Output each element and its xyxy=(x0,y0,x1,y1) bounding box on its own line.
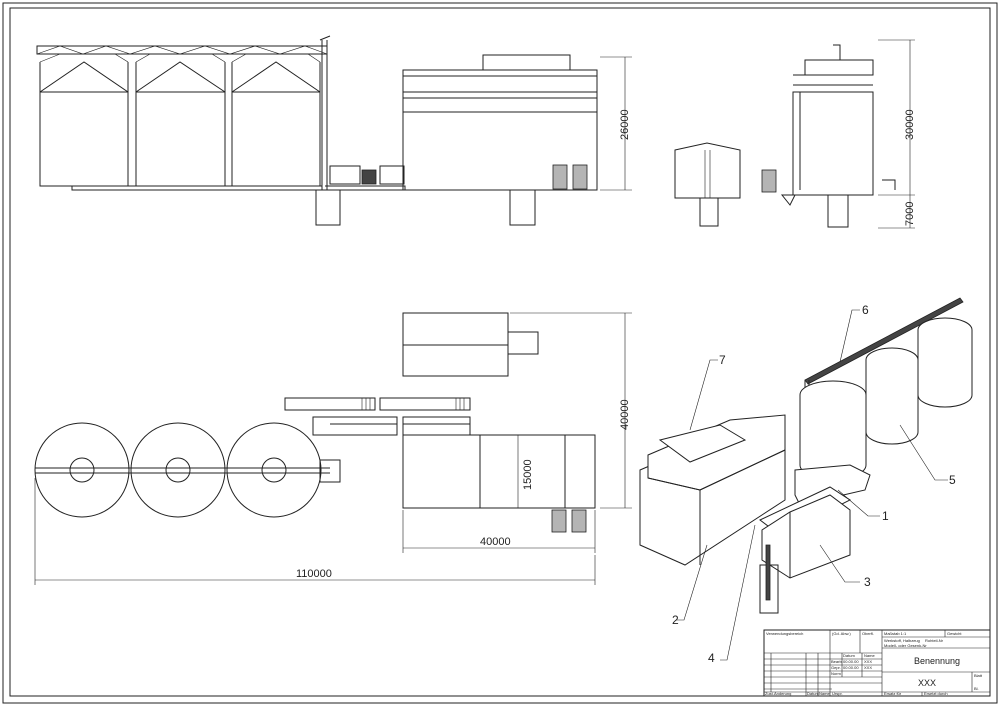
checked-date: 00.00.00 xyxy=(843,665,859,670)
callout-3: 3 xyxy=(864,575,871,589)
dim-total-length: 110000 xyxy=(296,568,332,580)
date-header: Datum xyxy=(843,653,855,658)
drawing-number: XXX xyxy=(918,678,936,688)
tolerance-label: (Gd. Abw.) xyxy=(832,631,851,636)
callout-1: 1 xyxy=(882,509,889,523)
callout-6: 6 xyxy=(862,303,869,317)
dim-end-depth: 7000 xyxy=(904,202,916,226)
origin-label: Urspr. xyxy=(832,691,843,696)
material-line-2: Rohteil-Nr xyxy=(925,638,944,643)
scale-label: Maßstab 1:1 xyxy=(884,631,907,636)
dim-building-width: 15000 xyxy=(522,459,534,490)
dim-plan-depth: 40000 xyxy=(619,399,631,430)
replaced-by-label: Ersetzt durch xyxy=(924,691,948,696)
checked-label: Gepr. xyxy=(831,665,841,670)
callout-4: 4 xyxy=(708,651,715,665)
revision-label: Zust. xyxy=(765,691,774,696)
norm-label: Norm xyxy=(831,671,841,676)
checked-name: XXX xyxy=(864,665,872,670)
sheets-label: Bl. xyxy=(974,686,979,691)
revision-name-label: Name xyxy=(819,691,830,696)
name-header: Name xyxy=(864,653,875,658)
sheet-label: Blatt xyxy=(974,673,983,678)
drawn-label: Bearb. xyxy=(831,659,843,664)
material-line-3: Modell- oder Gesenk-Nr xyxy=(884,643,927,648)
drawn-date: 00.00.00 xyxy=(843,659,859,664)
end-elevations: 30000 7000 xyxy=(674,39,916,229)
usage-label: Verwendungsbereich xyxy=(766,631,803,636)
callout-7: 7 xyxy=(719,353,726,367)
callouts: 1 2 3 4 5 6 7 xyxy=(672,303,956,665)
title-block: Verwendungsbereich (Gd. Abw.) Oberfl. Ma… xyxy=(763,629,991,697)
dim-end-height: 30000 xyxy=(904,109,916,140)
surface-label: Oberfl. xyxy=(862,631,874,636)
plan-view: 40000 15000 40000 110000 xyxy=(34,312,632,585)
dim-side-height: 26000 xyxy=(619,109,631,140)
drawing-title: Benennung xyxy=(914,656,960,666)
callout-5: 5 xyxy=(949,473,956,487)
material-line-1: Werkstoff, Halbzeug xyxy=(884,638,920,643)
revision-date-label: Datum xyxy=(807,691,819,696)
change-label: Änderung xyxy=(774,691,791,696)
side-elevation: 26000 xyxy=(36,35,632,226)
sheet-frame xyxy=(9,7,991,697)
replaces-label: Ersatz für xyxy=(884,691,902,696)
isometric-view xyxy=(639,297,973,614)
weight-label: Gewicht xyxy=(947,631,962,636)
callout-2: 2 xyxy=(672,613,679,627)
dim-building-length: 40000 xyxy=(480,536,511,548)
drawn-name: XXX xyxy=(864,659,872,664)
